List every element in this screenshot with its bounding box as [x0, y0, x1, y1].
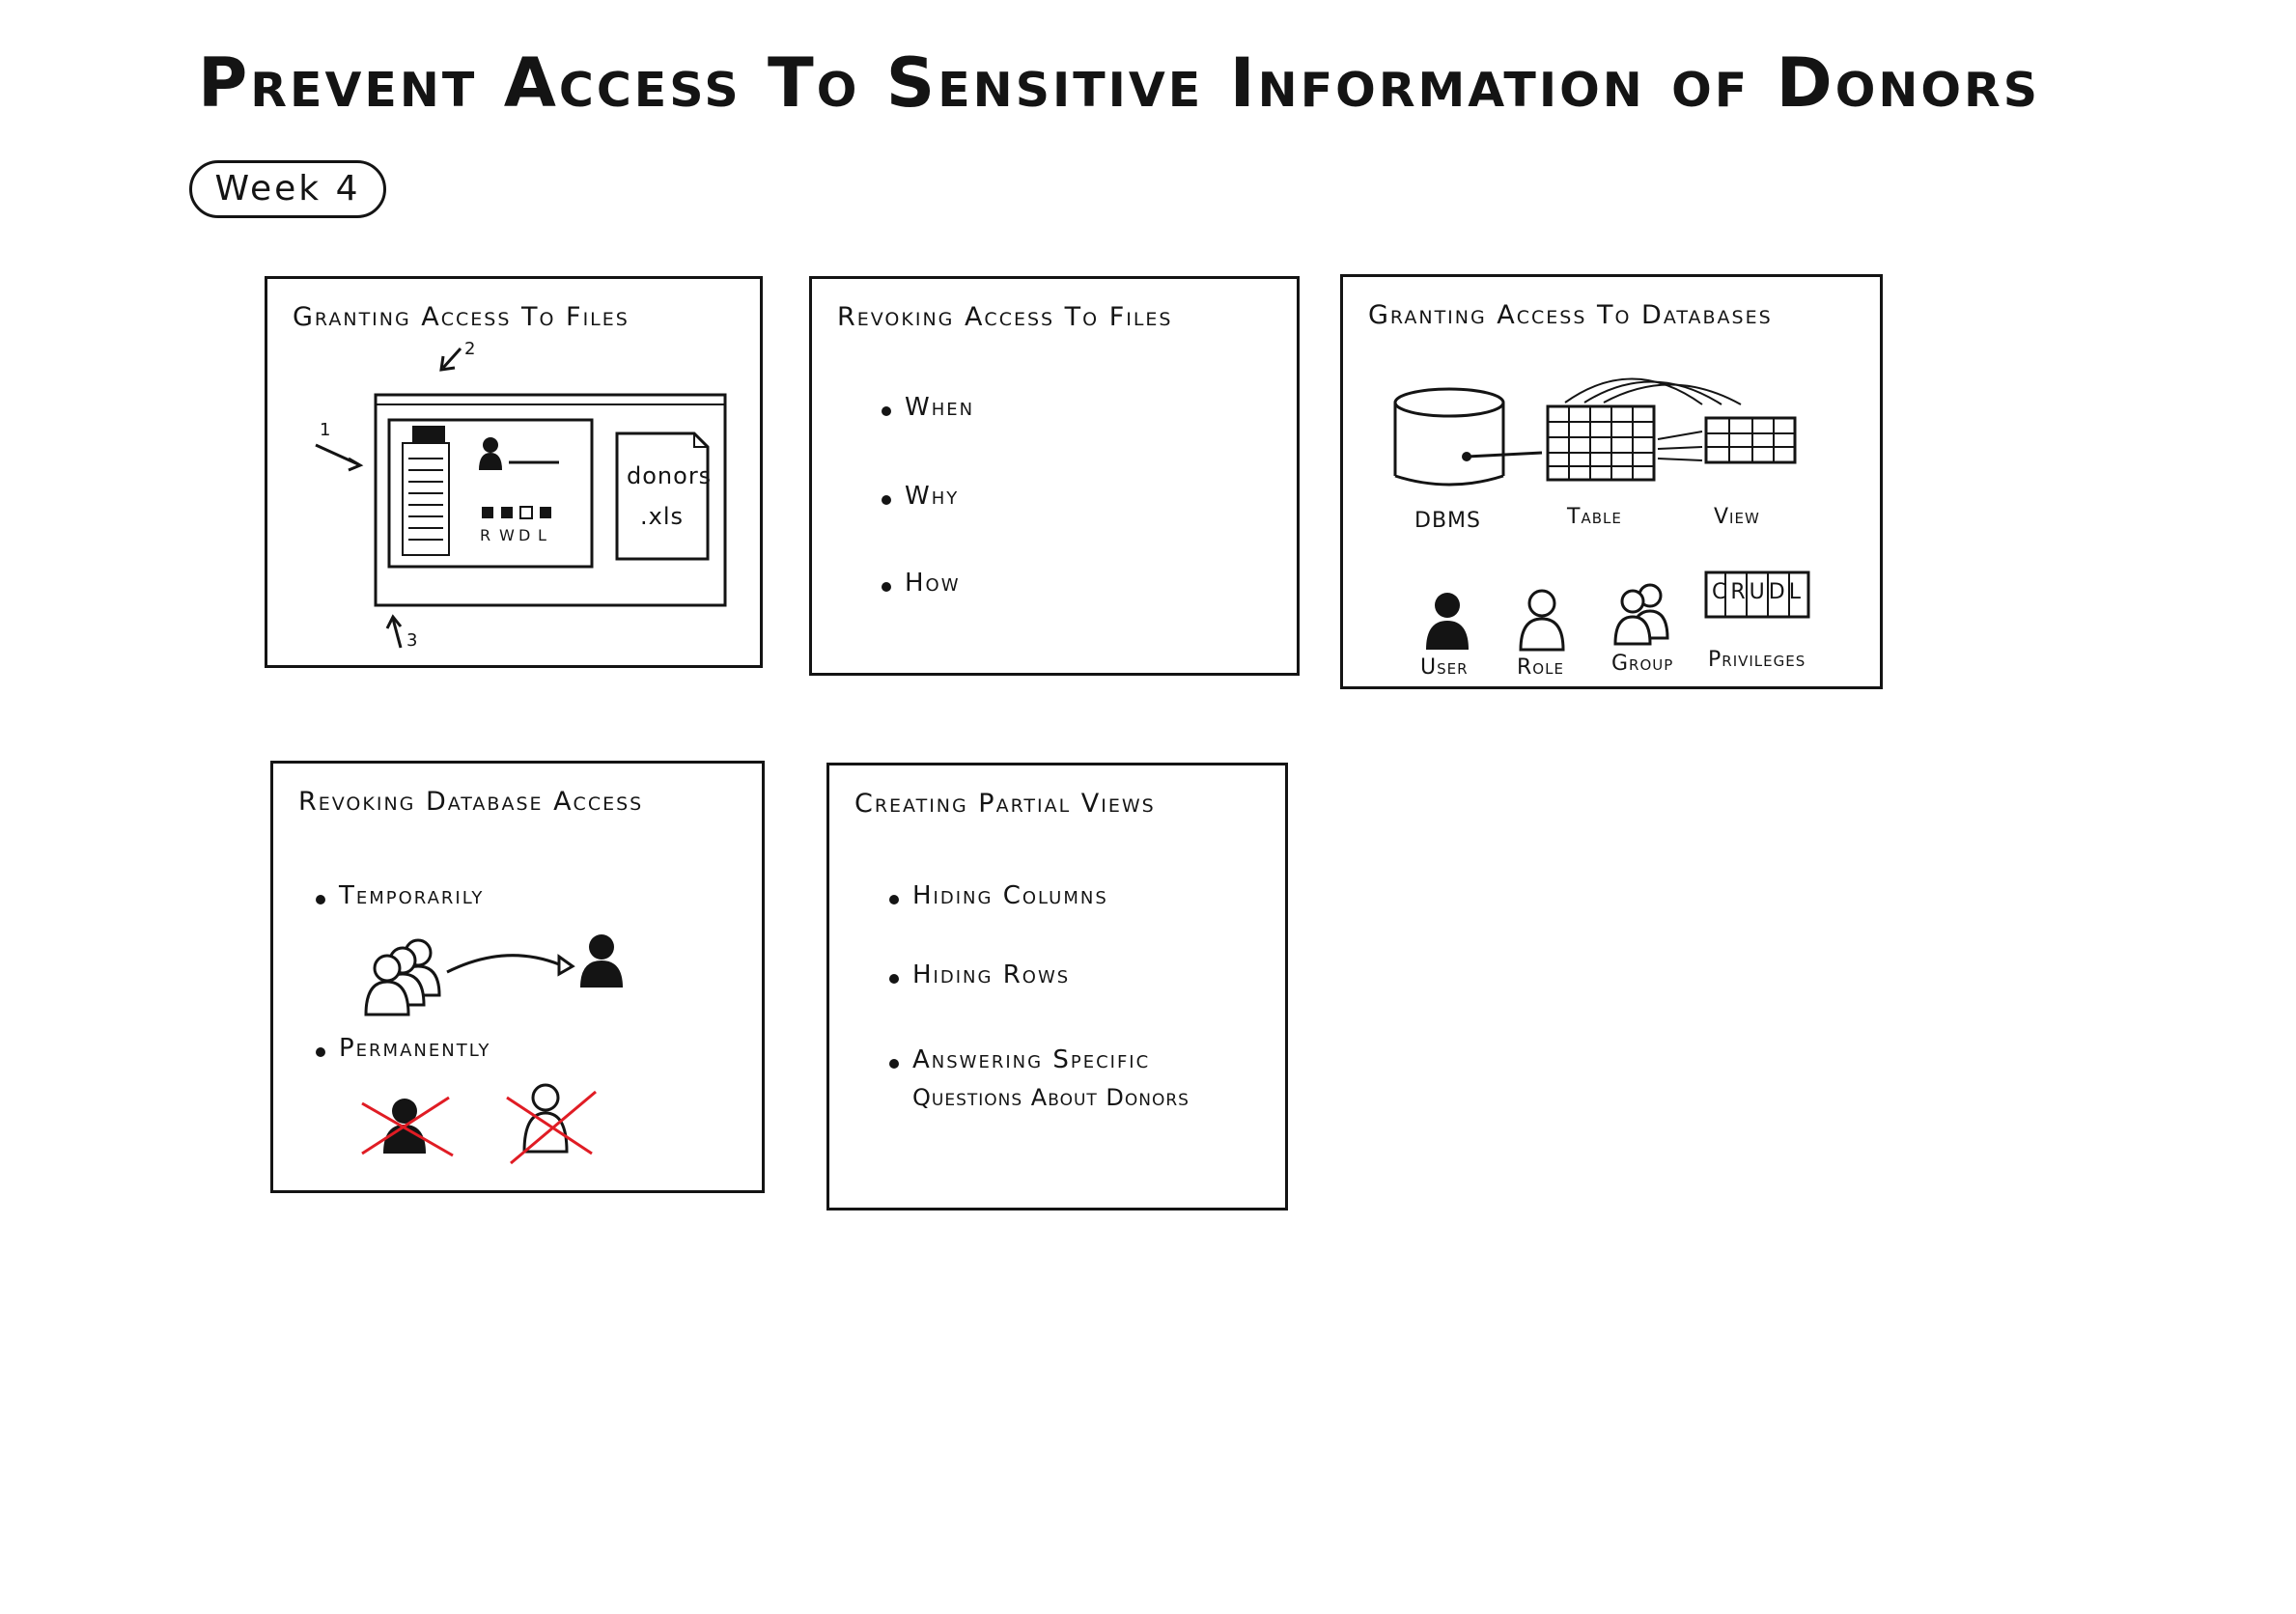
callout-1: 1: [320, 420, 332, 440]
callout-2: 2: [464, 339, 477, 359]
label-role: Role: [1517, 655, 1564, 680]
callout-3: 3: [406, 630, 419, 651]
bullet-answering-questions-line2: Questions About Donors: [912, 1084, 1190, 1111]
file-name: donors: [627, 462, 713, 489]
panel-granting-db-access: Granting Access To Databases: [1340, 274, 1883, 689]
bullet-answering-questions: Answering Specific: [888, 1045, 1151, 1074]
crudl-letters: CRUDL: [1712, 580, 1805, 604]
perm-letter-r: R: [480, 526, 492, 544]
perm-letter-w: W: [499, 526, 516, 544]
bullet-how: How: [882, 569, 961, 598]
label-privileges: Privileges: [1708, 648, 1806, 672]
panel-revoking-db-access: Revoking Database Access Temporarily Per…: [270, 761, 765, 1193]
panel-title: Revoking Database Access: [298, 787, 644, 817]
panel-title: Creating Partial Views: [854, 789, 1156, 819]
label-table: Table: [1567, 505, 1622, 529]
db-concepts-sketch: [1393, 377, 1810, 652]
file-window-sketch: [315, 347, 727, 649]
label-dbms: DBMS: [1414, 509, 1481, 533]
panel-granting-file-access: Granting Access To Files: [265, 276, 763, 668]
revoke-sketch: [361, 934, 623, 1165]
label-view: View: [1714, 505, 1760, 529]
page-title: Prevent Access To Sensitive Information …: [198, 43, 2041, 123]
label-group: Group: [1611, 652, 1674, 676]
bullet-when: When: [881, 393, 975, 422]
panel-title: Granting Access To Files: [293, 302, 630, 332]
file-extension: .xls: [640, 503, 685, 530]
label-user: User: [1420, 655, 1469, 680]
bullet-why: Why: [881, 482, 960, 511]
perm-letter-l: L: [538, 526, 547, 544]
bullet-temporarily: Temporarily: [315, 881, 485, 910]
week-badge: Week 4: [189, 160, 386, 218]
bullet-hiding-columns: Hiding Columns: [889, 881, 1108, 910]
bullet-permanently: Permanently: [315, 1034, 491, 1063]
panel-title: Granting Access To Databases: [1368, 300, 1773, 330]
bullet-hiding-rows: Hiding Rows: [888, 960, 1071, 989]
panel-revoking-file-access: Revoking Access To Files When Why How: [809, 276, 1300, 676]
panel-title: Revoking Access To Files: [837, 302, 1173, 332]
perm-letter-d: D: [518, 526, 532, 544]
panel-partial-views: Creating Partial Views Hiding Columns Hi…: [826, 763, 1288, 1210]
